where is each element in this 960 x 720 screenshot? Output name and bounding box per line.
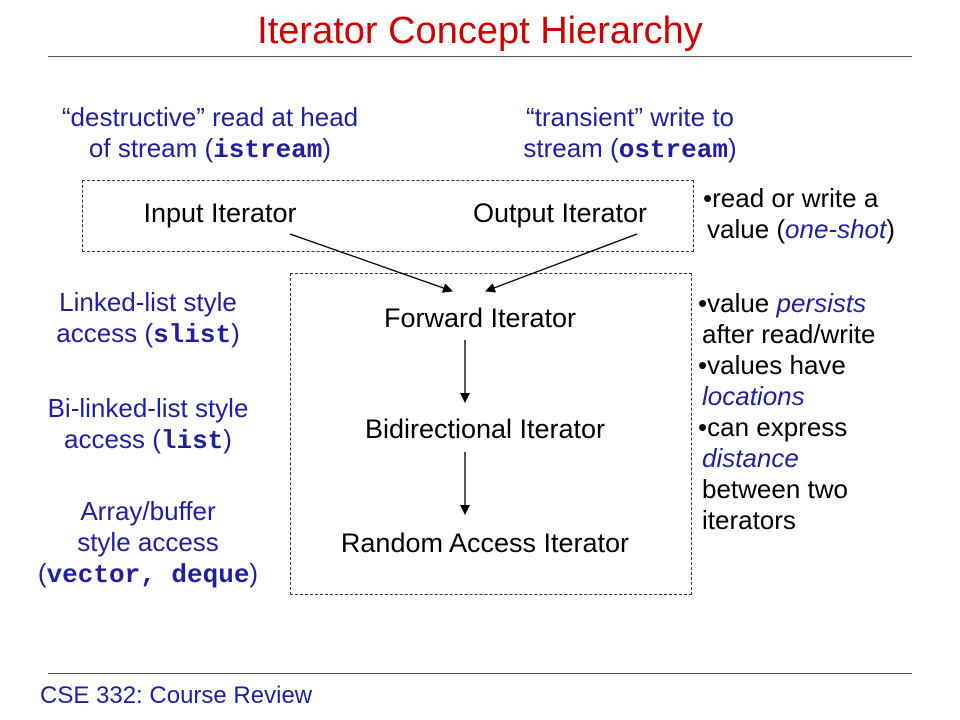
ostream-code: ostream (618, 135, 728, 165)
distance-emphasis: distance (702, 443, 799, 473)
output-iterator-node: Output Iterator (472, 198, 648, 228)
note-distance-line4: iterators (702, 505, 796, 535)
input-to-forward-arrow (289, 233, 453, 293)
random-desc-sep: , (140, 560, 172, 590)
output-desc-post: ) (727, 133, 737, 163)
input-desc-line2: of stream (istream) (20, 133, 400, 166)
bidirectional-desc-pre: access ( (64, 424, 161, 454)
bidirectional-desc-line1: Bi-linked-list style (47, 393, 249, 423)
random-desc-line1: Array/buffer (80, 496, 216, 526)
random-desc-line2: style access (77, 527, 219, 557)
vector-code: vector (46, 560, 141, 590)
note-persists-line1: •value persists (698, 288, 953, 319)
bullet: • (698, 350, 708, 380)
note-locations-text: values have (707, 350, 846, 380)
note-distance-line1: •can express (698, 412, 953, 443)
persists-emphasis: persists (776, 288, 867, 318)
output-desc-line1: “transient” write to (525, 102, 735, 132)
one-shot-emphasis: one-shot (785, 214, 887, 244)
one-shot-note-line2: value (one-shot) (703, 214, 953, 245)
one-shot-iterators-box (82, 180, 694, 252)
one-shot-note-pre: value ( (707, 214, 786, 244)
multipass-notes: •value persists after read/write •values… (698, 288, 953, 536)
slist-code: slist (153, 320, 232, 350)
output-desc-pre: stream ( (523, 133, 619, 163)
bullet: • (698, 412, 708, 442)
input-desc-pre: of stream ( (88, 133, 214, 163)
input-iterator-description: “destructive” read at head of stream (is… (20, 102, 400, 166)
multipass-iterators-box (290, 273, 692, 595)
bidirectional-desc-post: ) (223, 424, 232, 454)
bidirectional-desc-line2: access (list) (0, 424, 296, 457)
istream-code: istream (213, 135, 323, 165)
input-desc-post: ) (322, 133, 332, 163)
random-desc-line3: (vector, deque) (0, 558, 296, 591)
bullet: • (698, 288, 708, 318)
input-desc-line1: “destructive” read at head (61, 102, 359, 132)
output-to-forward-arrow (485, 233, 638, 293)
locations-emphasis: locations (702, 381, 805, 411)
output-desc-line2: stream (ostream) (450, 133, 810, 166)
bullet: • (703, 183, 713, 213)
one-shot-note-line1: •read or write a (703, 183, 953, 214)
output-iterator-description: “transient” write to stream (ostream) (450, 102, 810, 166)
one-shot-note-post: ) (886, 214, 895, 244)
forward-desc-line1: Linked-list style (59, 287, 237, 317)
footer-divider (48, 673, 912, 674)
forward-iterator-node: Forward Iterator (383, 303, 577, 333)
page-title: Iterator Concept Hierarchy (257, 10, 703, 52)
forward-desc-post: ) (231, 318, 240, 348)
footer-text: CSE 332: Course Review (40, 682, 313, 709)
input-iterator-node: Input Iterator (143, 198, 297, 228)
deque-code: deque (171, 560, 250, 590)
random-access-description: Array/buffer style access (vector, deque… (0, 496, 296, 591)
one-shot-note: •read or write a value (one-shot) (703, 183, 953, 245)
bidirectional-iterator-description: Bi-linked-list style access (list) (0, 393, 296, 457)
note-persists-pre: value (707, 288, 777, 318)
list-code: list (160, 426, 224, 456)
forward-iterator-description: Linked-list style access (slist) (8, 287, 288, 351)
random-desc-post: ) (249, 558, 259, 588)
note-persists-line2: after read/write (702, 319, 876, 349)
title-divider (48, 56, 912, 57)
one-shot-note-text1: read or write a (712, 183, 879, 213)
forward-desc-pre: access ( (56, 318, 154, 348)
note-distance-text: can express (707, 412, 848, 442)
random-access-iterator-node: Random Access Iterator (340, 528, 630, 558)
note-locations-line1: •values have (698, 350, 953, 381)
random-desc-pre: ( (37, 558, 47, 588)
forward-desc-line2: access (slist) (8, 318, 288, 351)
bidirectional-iterator-node: Bidirectional Iterator (364, 414, 606, 444)
note-distance-line3: between two (702, 474, 848, 504)
